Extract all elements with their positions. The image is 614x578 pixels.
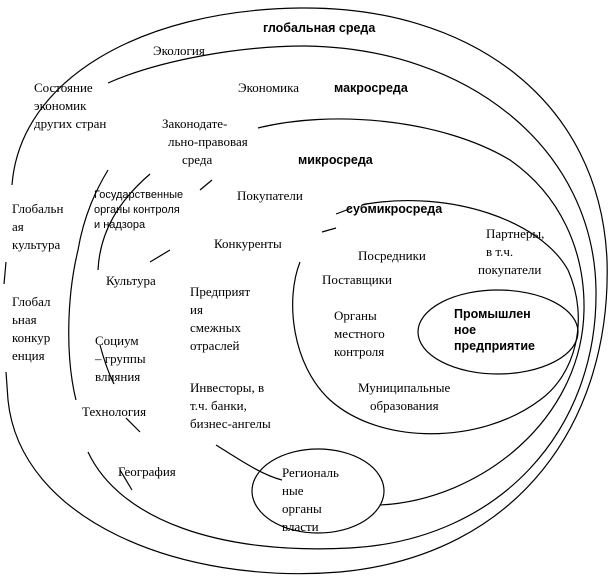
micro-boundary — [257, 118, 585, 506]
micro-boundary-left2 — [99, 344, 115, 385]
regional-line2: ные — [282, 483, 304, 498]
micro-boundary-left — [97, 173, 151, 271]
enterprise-line3: предприятие — [454, 339, 535, 353]
related-industries-line1: Предприят — [190, 284, 250, 299]
global-culture-line2: ая — [12, 219, 24, 234]
zone-submicro-label: субмикросреда — [346, 202, 443, 216]
enterprise-line2: ное — [454, 323, 476, 337]
submicro-boundary-link — [335, 207, 353, 215]
global-culture-line1: Глобальн — [12, 201, 63, 216]
municipal-line1: Муниципальные — [358, 380, 451, 395]
regional-line1: Региональ — [282, 465, 339, 480]
global-competition-line1: Глобал — [12, 294, 51, 309]
partners-line3: покупатели — [478, 262, 541, 277]
investors-line2: т.ч. банки, — [190, 398, 247, 413]
micro-boundary-link-e — [321, 227, 337, 233]
other-economies-line2: экономик — [34, 98, 87, 113]
global-competition-line2: ьная — [12, 312, 37, 327]
macro-boundary-left — [68, 169, 109, 401]
partners-line2: в т.ч. — [486, 244, 513, 259]
technology-label: Технология — [82, 404, 146, 419]
submicro-boundary — [292, 200, 579, 435]
state-control-line3: и надзора — [94, 219, 146, 231]
competitors-label: Конкуренты — [214, 236, 282, 251]
society-line2: – группы — [94, 351, 146, 366]
regional-authorities-ellipse — [251, 448, 385, 534]
ecology-label: Экология — [153, 43, 205, 58]
global-culture-line3: культура — [12, 237, 60, 252]
macro-boundary — [87, 45, 597, 550]
culture-label: Культура — [106, 273, 156, 288]
partners-line1: Партнеры, — [486, 226, 544, 241]
society-line1: Социум — [95, 333, 139, 348]
other-economies-line1: Состояние — [34, 80, 93, 95]
local-control-line3: контроля — [334, 344, 384, 359]
enterprise-line1: Промышлен — [454, 307, 531, 321]
geography-label: География — [118, 464, 176, 479]
global-boundary-left2 — [5, 371, 9, 401]
society-line3: влияния — [95, 369, 140, 384]
related-industries-line3: смежных — [190, 320, 241, 335]
zone-micro-label: микросреда — [298, 153, 374, 167]
related-industries-line4: отраслей — [190, 338, 239, 353]
state-control-line2: органы контроля — [94, 204, 180, 216]
global-competition-line3: конкур — [12, 330, 50, 345]
local-control-line2: местного — [334, 326, 385, 341]
municipal-line2: образования — [370, 398, 439, 413]
investors-line3: бизнес-ангелы — [190, 416, 271, 431]
micro-boundary-link-b — [149, 249, 171, 263]
macro-boundary-left2 — [119, 469, 133, 491]
regional-line4: власти — [282, 519, 319, 534]
buyers-label: Покупатели — [237, 188, 303, 203]
economy-label: Экономика — [238, 80, 299, 95]
micro-boundary-link-c — [125, 417, 141, 433]
zone-macro-label: макросреда — [334, 81, 409, 95]
related-industries-line2: ия — [190, 302, 203, 317]
global-boundary — [7, 7, 608, 575]
regional-line3: органы — [282, 501, 322, 516]
enterprise-ellipse — [417, 289, 579, 375]
global-competition-line4: енция — [12, 348, 45, 363]
legislation-line1: Законодате- — [162, 116, 227, 131]
local-control-line1: Органы — [334, 308, 377, 323]
zone-global-label: глобальная среда — [263, 21, 376, 35]
suppliers-label: Поставщики — [322, 272, 392, 287]
investors-line1: Инвесторы, в — [190, 380, 264, 395]
legislation-line2: льно-правовая — [168, 134, 248, 149]
micro-boundary-link-d — [215, 444, 283, 481]
global-boundary-left — [3, 261, 7, 285]
micro-boundary-link-a — [199, 179, 213, 191]
state-control-line1: Государственные — [94, 189, 183, 201]
other-economies-line3: других стран — [34, 116, 106, 131]
intermediaries-label: Посредники — [358, 248, 426, 263]
legislation-line3: среда — [182, 152, 212, 167]
